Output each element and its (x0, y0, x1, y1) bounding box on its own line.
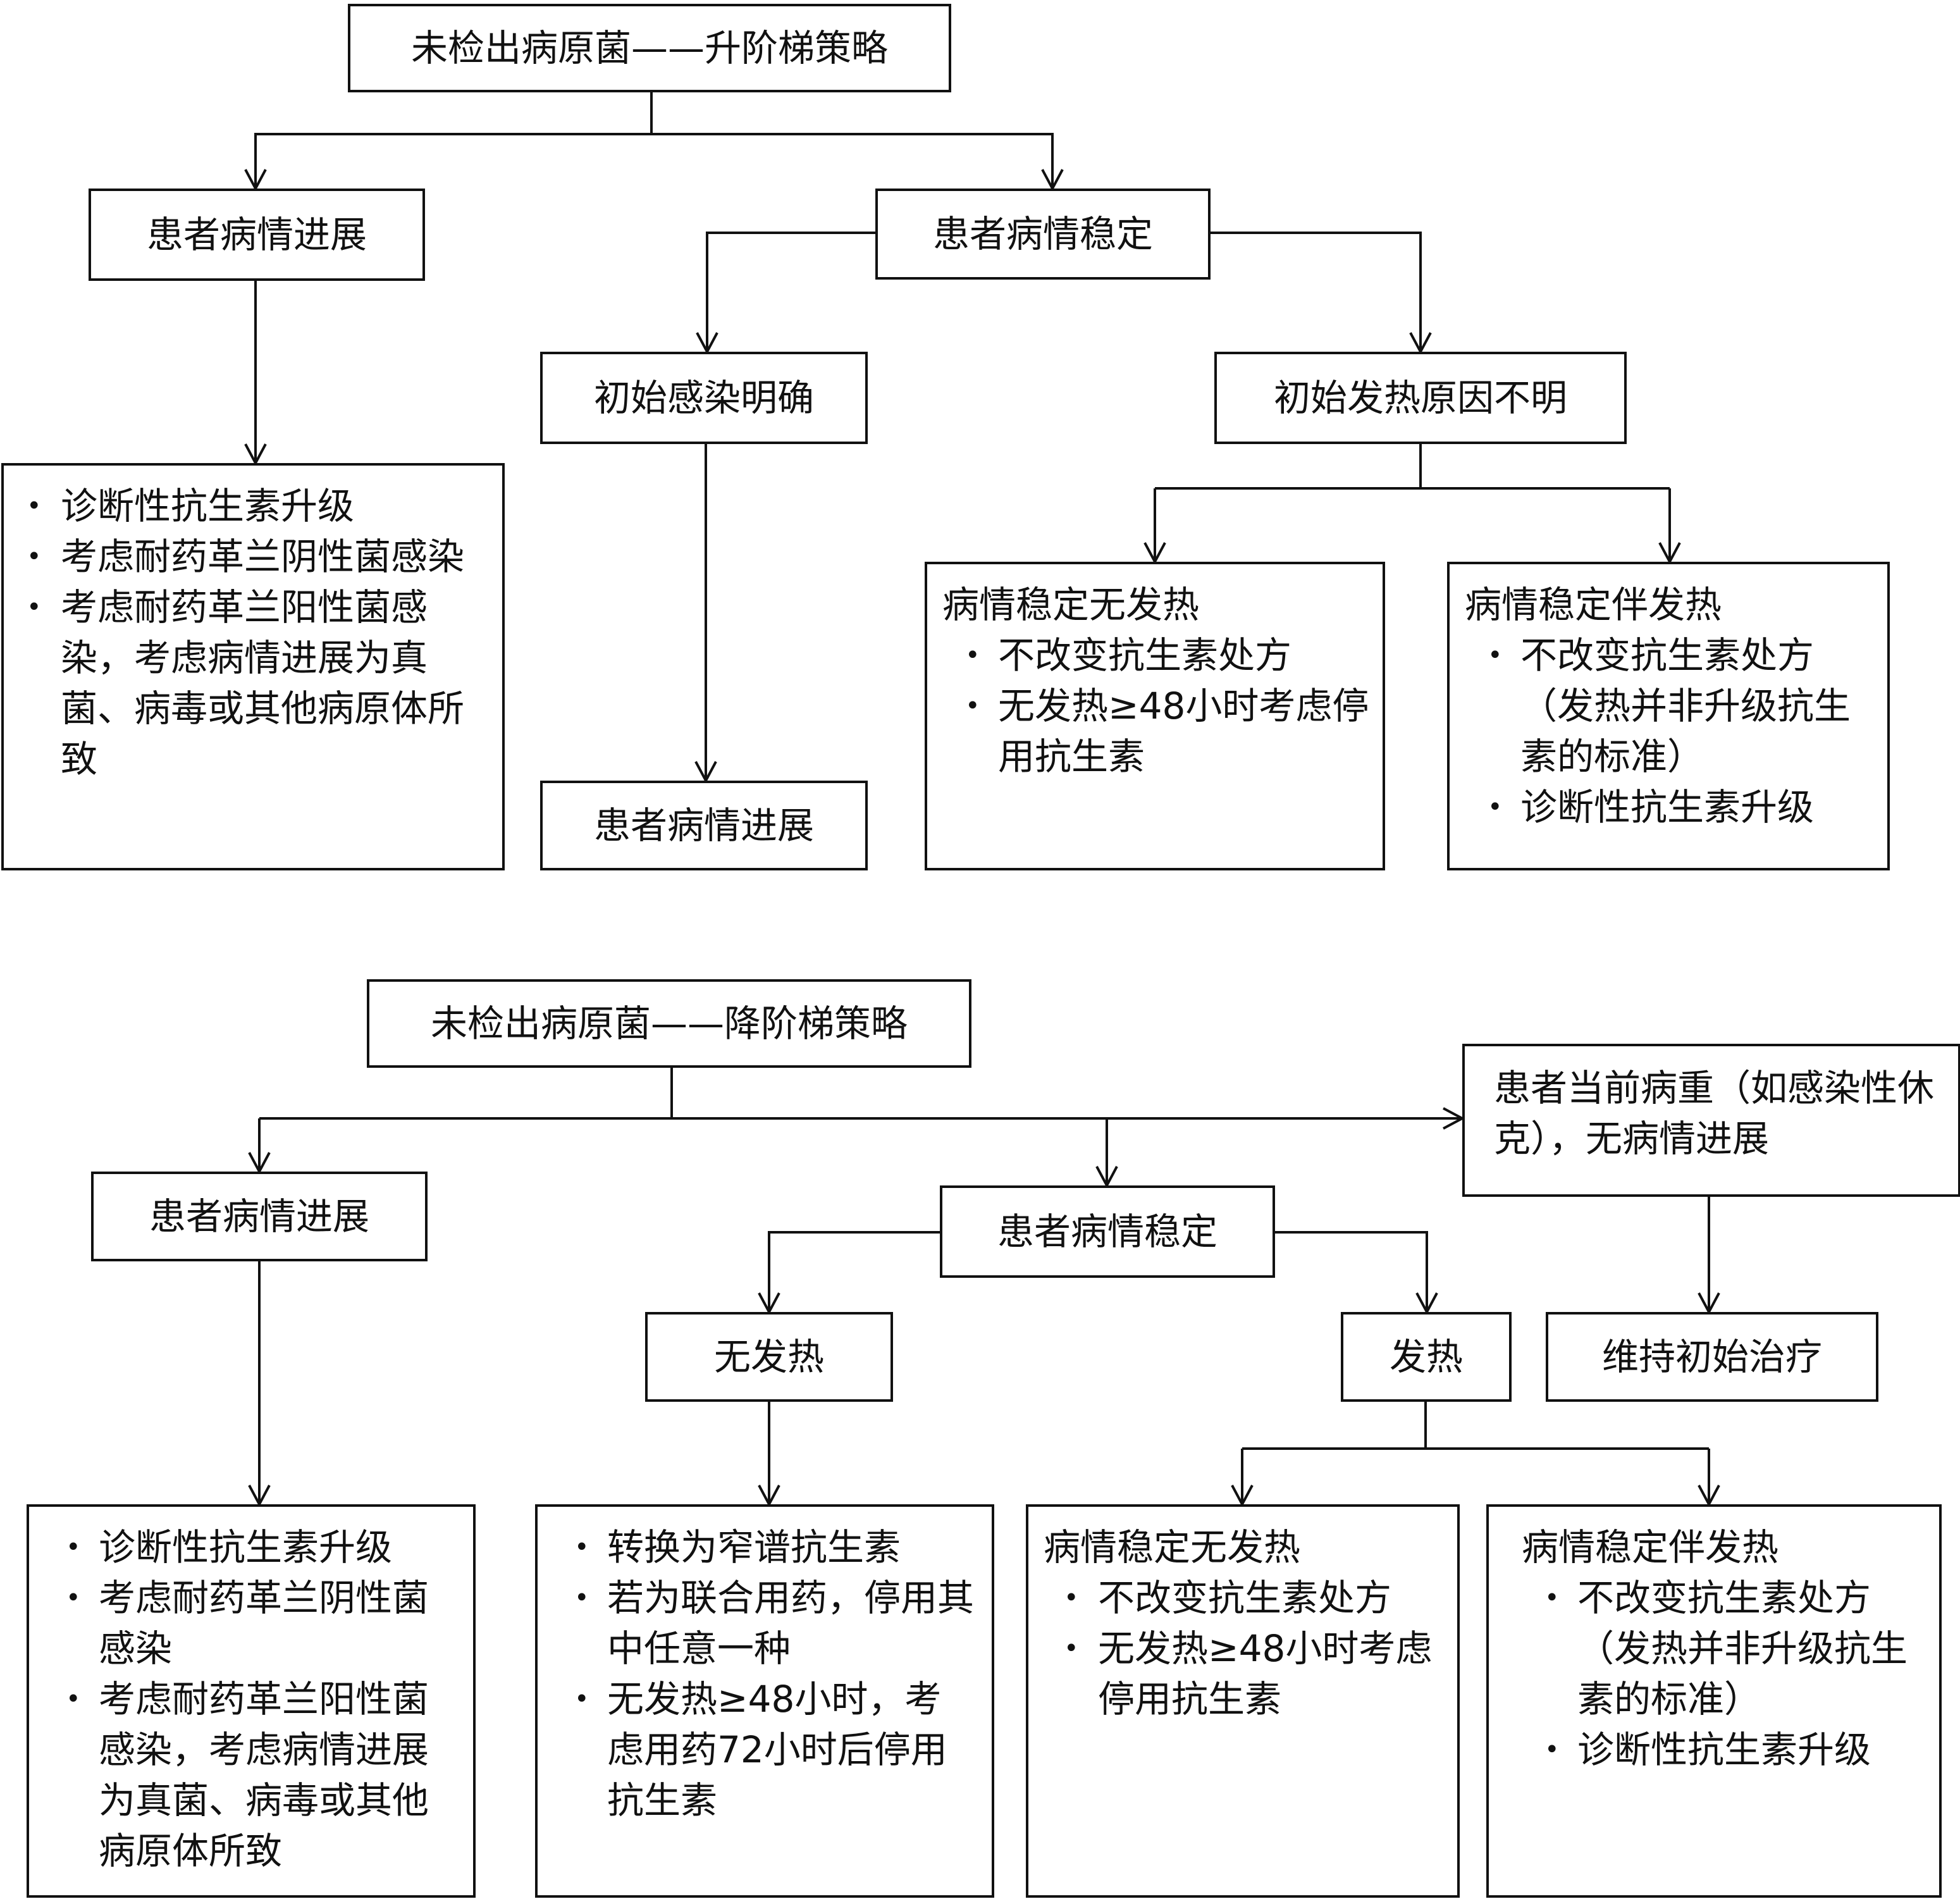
lower-no-fever-box: 无发热 (645, 1312, 893, 1402)
upper-title: 未检出病原菌——升阶梯策略 (410, 27, 888, 70)
list-item: 诊断性抗生素升级 (1465, 782, 1880, 832)
upper-infection-clear-outcome-box: 患者病情进展 (540, 781, 868, 870)
lower-stable-with-fever-title: 病情稳定伴发热 (1522, 1526, 1779, 1569)
upper-stable-box: 患者病情稳定 (875, 189, 1211, 280)
lower-progress-actions-box: 诊断性抗生素升级 考虑耐药革兰阴性菌感染 考虑耐药革兰阳性菌感染，考虑病情进展为… (27, 1504, 476, 1898)
upper-stable-label: 患者病情稳定 (932, 213, 1153, 256)
lower-stable-with-fever-box: 病情稳定伴发热 不改变抗生素处方（发热并非升级抗生素的标准） 诊断性抗生素升级 (1486, 1504, 1942, 1898)
list-item: 诊断性抗生素升级 (22, 481, 474, 531)
list-item: 不改变抗生素处方 (1059, 1573, 1451, 1623)
lower-progress-label: 患者病情进展 (149, 1195, 369, 1238)
upper-progress-label: 患者病情进展 (146, 213, 367, 256)
lower-stable-no-fever-list: 不改变抗生素处方 无发热≥48小时考虑停用抗生素 (1044, 1573, 1451, 1724)
list-item: 无发热≥48小时，考虑用药72小时后停用抗生素 (552, 1674, 977, 1826)
upper-stable-no-fever-box: 病情稳定无发热 不改变抗生素处方 无发热≥48小时考虑停用抗生素 (925, 562, 1385, 870)
connector-up-title-split (256, 91, 1052, 135)
lower-critical-label: 患者当前病重（如感染性休克），无病情进展 (1494, 1067, 1935, 1160)
upper-stable-with-fever-box: 病情稳定伴发热 不改变抗生素处方（发热并非升级抗生素的标准） 诊断性抗生素升级 (1447, 562, 1890, 870)
lower-title: 未检出病原菌——降阶梯策略 (430, 1002, 908, 1045)
lower-stable-label: 患者病情稳定 (997, 1210, 1217, 1253)
lower-maintain-label: 维持初始治疗 (1601, 1335, 1822, 1378)
connector-up-stable-left (706, 232, 875, 350)
lower-title-box: 未检出病原菌——降阶梯策略 (367, 979, 971, 1068)
lower-fever-box: 发热 (1341, 1312, 1512, 1402)
lower-stable-no-fever-box: 病情稳定无发热 不改变抗生素处方 无发热≥48小时考虑停用抗生素 (1026, 1504, 1460, 1898)
upper-progress-actions-list: 诊断性抗生素升级 考虑耐药革兰阴性菌感染 考虑耐药革兰阳性菌感染，考虑病情进展为… (22, 481, 474, 784)
lower-stable-with-fever-list: 不改变抗生素处方（发热并非升级抗生素的标准） 诊断性抗生素升级 (1522, 1573, 1932, 1775)
list-item: 考虑耐药革兰阳性菌感染，考虑病情进展为真菌、病毒或其他病原体所致 (43, 1674, 460, 1876)
connector-low-stable-left (768, 1231, 940, 1311)
upper-infection-clear-label: 初始感染明确 (593, 376, 814, 419)
lower-no-fever-label: 无发热 (713, 1335, 824, 1378)
lower-maintain-box: 维持初始治疗 (1546, 1312, 1878, 1402)
list-item: 考虑耐药革兰阴性菌感染 (22, 531, 474, 582)
list-item: 无发热≥48小时考虑停用抗生素 (942, 681, 1375, 782)
upper-fever-unknown-label: 初始发热原因不明 (1273, 376, 1567, 419)
connector-up-stable-right (1209, 232, 1422, 350)
list-item: 考虑耐药革兰阴性菌感染 (43, 1573, 460, 1674)
list-item: 无发热≥48小时考虑停用抗生素 (1059, 1623, 1451, 1724)
lower-stable-box: 患者病情稳定 (940, 1185, 1275, 1278)
lower-fever-label: 发热 (1389, 1335, 1463, 1378)
upper-infection-clear-outcome-label: 患者病情进展 (593, 804, 814, 847)
list-item: 考虑耐药革兰阳性菌感染，考虑病情进展为真菌、病毒或其他病原体所致 (22, 582, 474, 784)
upper-title-box: 未检出病原菌——升阶梯策略 (348, 4, 951, 92)
connector-low-title-split (259, 1067, 1461, 1120)
upper-fever-unknown-box: 初始发热原因不明 (1214, 352, 1627, 444)
lower-no-fever-actions-box: 转换为窄谱抗生素 若为联合用药，停用其中任意一种 无发热≥48小时，考虑用药72… (535, 1504, 994, 1898)
list-item: 不改变抗生素处方 (942, 630, 1375, 681)
upper-progress-actions-box: 诊断性抗生素升级 考虑耐药革兰阴性菌感染 考虑耐药革兰阳性菌感染，考虑病情进展为… (1, 463, 505, 870)
connector-up-unknown-split (1155, 443, 1670, 490)
list-item: 不改变抗生素处方（发热并非升级抗生素的标准） (1522, 1573, 1932, 1724)
upper-stable-with-fever-list: 不改变抗生素处方（发热并非升级抗生素的标准） 诊断性抗生素升级 (1465, 630, 1880, 832)
lower-stable-no-fever-title: 病情稳定无发热 (1044, 1526, 1301, 1569)
list-item: 诊断性抗生素升级 (1522, 1724, 1932, 1775)
upper-stable-no-fever-list: 不改变抗生素处方 无发热≥48小时考虑停用抗生素 (942, 630, 1375, 782)
lower-progress-box: 患者病情进展 (91, 1172, 428, 1261)
list-item: 若为联合用药，停用其中任意一种 (552, 1573, 977, 1674)
lower-progress-actions-list: 诊断性抗生素升级 考虑耐药革兰阴性菌感染 考虑耐药革兰阳性菌感染，考虑病情进展为… (43, 1522, 460, 1876)
list-item: 诊断性抗生素升级 (43, 1522, 460, 1573)
upper-stable-with-fever-title: 病情稳定伴发热 (1465, 583, 1722, 626)
list-item: 不改变抗生素处方（发热并非升级抗生素的标准） (1465, 630, 1880, 782)
connector-low-fever-split (1242, 1401, 1709, 1450)
upper-progress-box: 患者病情进展 (89, 189, 425, 281)
list-item: 转换为窄谱抗生素 (552, 1522, 977, 1573)
upper-stable-no-fever-title: 病情稳定无发热 (942, 583, 1200, 626)
lower-no-fever-actions-list: 转换为窄谱抗生素 若为联合用药，停用其中任意一种 无发热≥48小时，考虑用药72… (552, 1522, 977, 1826)
upper-infection-clear-box: 初始感染明确 (540, 352, 868, 444)
lower-critical-box: 患者当前病重（如感染性休克），无病情进展 (1462, 1044, 1960, 1197)
connector-low-stable-right (1275, 1231, 1428, 1311)
